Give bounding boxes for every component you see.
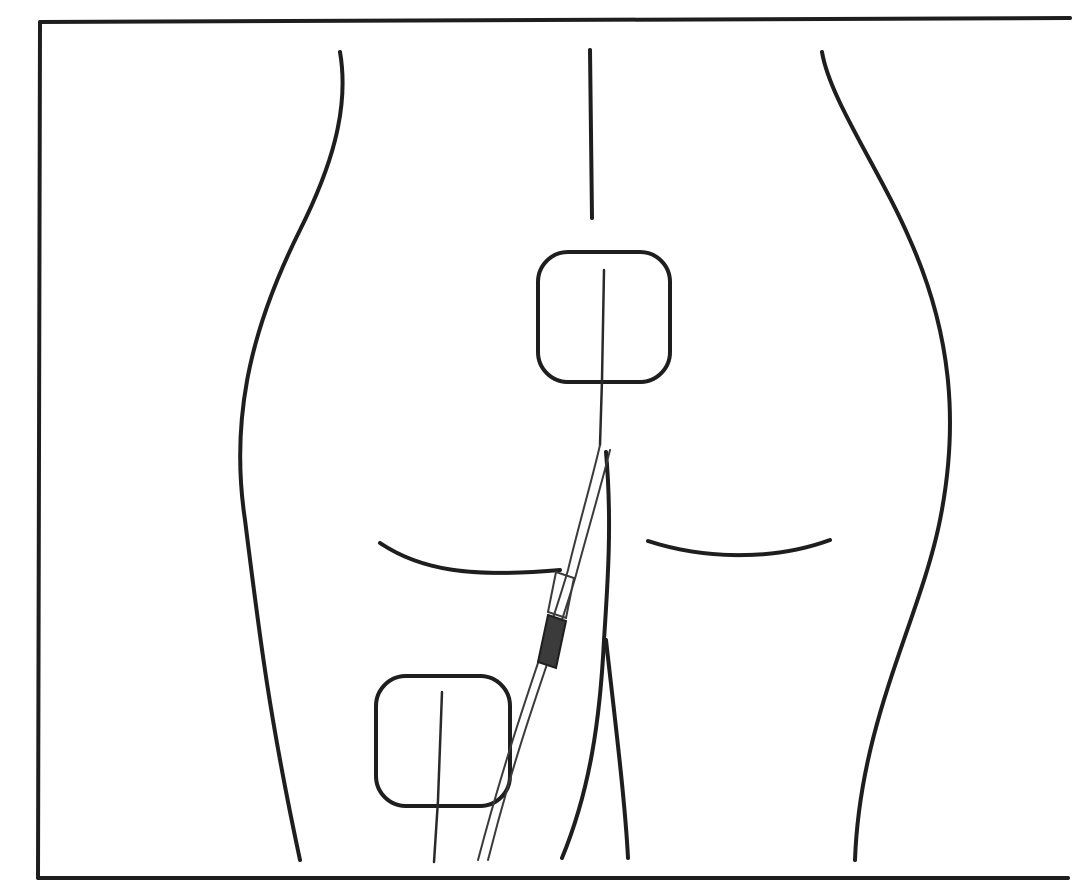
spine-line [590, 50, 592, 218]
upper-electrode-lead [600, 270, 604, 445]
frame-border [38, 18, 1070, 878]
inner-thigh-line [606, 640, 628, 858]
connector-body [538, 615, 566, 668]
left-gluteal-fold [380, 543, 560, 573]
gluteal-cleft [562, 452, 609, 858]
lower-electrode-lead [434, 692, 442, 862]
right-gluteal-fold [648, 540, 830, 555]
left-body-contour [240, 52, 342, 860]
right-body-contour [822, 52, 950, 860]
